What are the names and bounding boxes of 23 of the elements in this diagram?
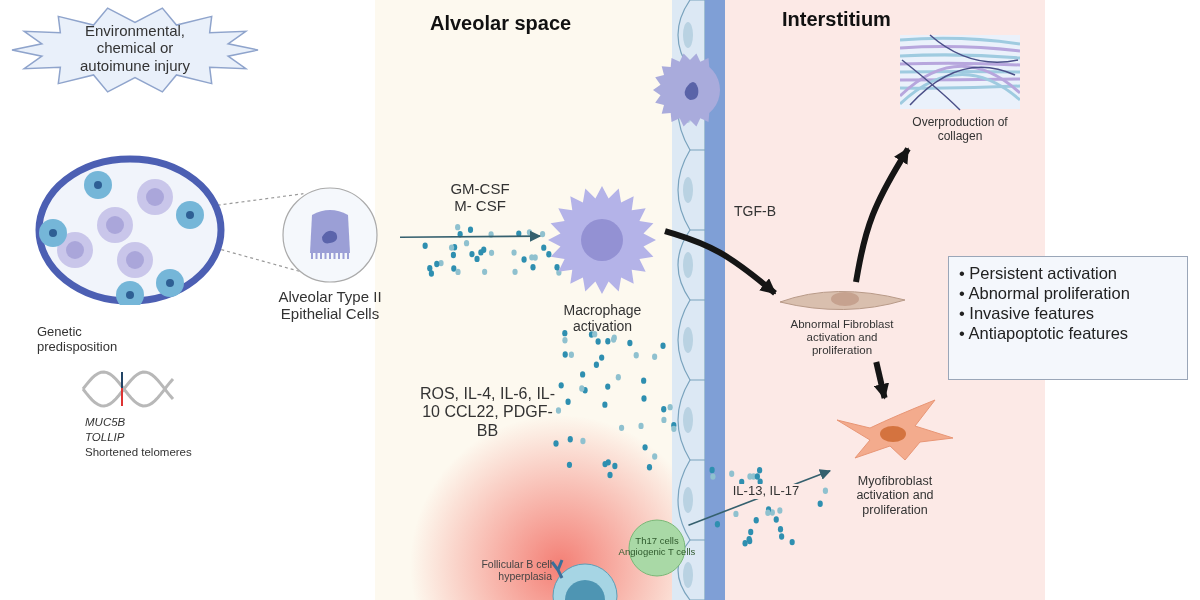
cytokine-list: ROS, IL-4, IL-6, IL-10 CCL22, PDGF- BB xyxy=(415,385,560,441)
node-label: Abnormal Fibroblast activation and proliferation xyxy=(789,318,895,358)
gene-name: TOLLIP xyxy=(85,431,126,445)
arrow xyxy=(399,230,542,242)
node-label: Macrophage activation xyxy=(562,302,643,335)
arrow xyxy=(664,228,777,296)
node-label: Follicular B cell hyperplasia xyxy=(480,558,552,583)
region-heading: Interstitium xyxy=(782,8,892,31)
bullet-item: • Invasive features xyxy=(959,303,1096,324)
gene-name: MUC5B xyxy=(85,416,127,430)
arrow xyxy=(873,361,890,400)
note-box xyxy=(948,256,1188,380)
annotation-text: Shortened telomeres xyxy=(85,446,193,460)
node-label: Environmental, chemical or autoimune injury xyxy=(78,22,192,74)
annotation-text: Genetic predisposition xyxy=(37,325,119,355)
region-heading: Alveolar space xyxy=(430,12,573,35)
node-label: Myofibroblast activation and proliferation xyxy=(855,474,935,518)
node-label: Alveolar Type II Epithelial Cells xyxy=(277,288,383,323)
bullet-item: • Abnormal proliferation xyxy=(959,283,1131,304)
bullet-item: • Antiapoptotic features xyxy=(959,323,1130,344)
node-label: Overproduction of collagen xyxy=(911,116,1009,144)
arrow xyxy=(853,147,911,283)
bullet-item: • Persistent activation xyxy=(959,263,1118,284)
